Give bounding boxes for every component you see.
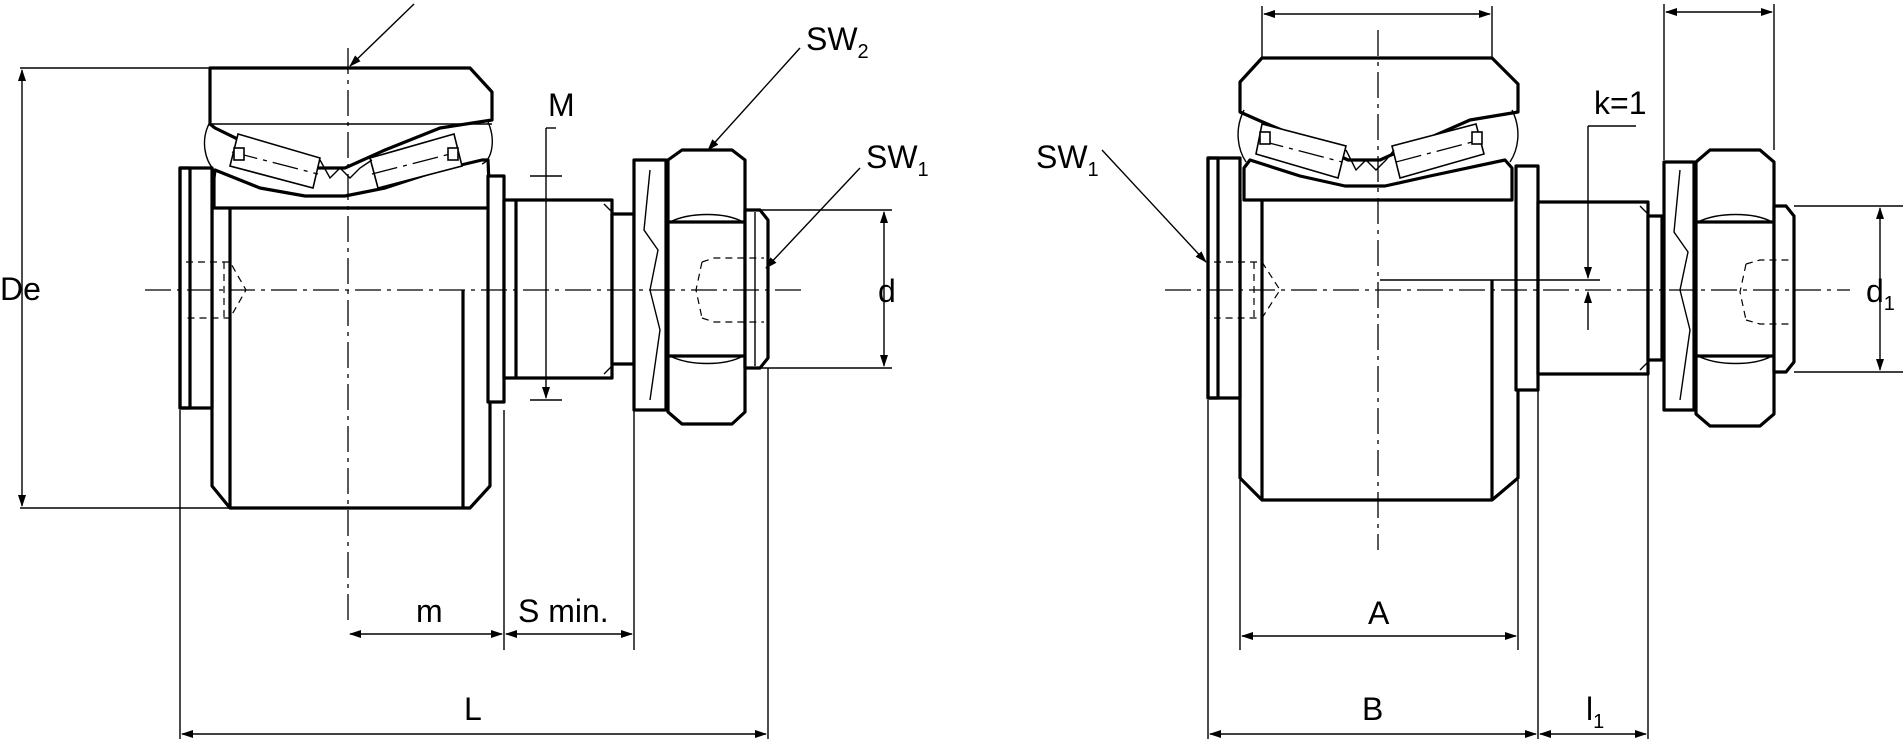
dim-SW1-label: SW1 [866, 139, 929, 181]
left-roller-body [210, 208, 492, 510]
right-roller-right [1391, 123, 1485, 179]
left-roller-right [369, 133, 463, 189]
dim-d-label: d [878, 273, 896, 309]
dim-M-label: M [548, 87, 575, 123]
left-end-washer [178, 166, 214, 410]
dim-B-label: B [1362, 691, 1383, 727]
dim-SW1-right-label: SW1 [1036, 139, 1099, 181]
right-roller-left [1255, 123, 1347, 180]
left-washer [632, 158, 668, 412]
left-outer-ring [208, 66, 494, 170]
dim-L-label: L [464, 691, 482, 727]
left-hex-nut [666, 148, 747, 426]
dim-d1-label: d1 [1866, 273, 1895, 315]
right-hex-nut [1694, 148, 1776, 428]
dim-k-label: k=1 [1594, 85, 1646, 121]
dim-Smin-label: S min. [518, 593, 609, 629]
left-view: De M SW2 SW1 d m S min. [0, 3, 929, 739]
right-view: k=1 SW1 d1 A B l1 [1036, 4, 1903, 739]
right-end-washer [1206, 156, 1242, 400]
dim-m-label: m [416, 593, 443, 629]
dim-SW2-label: SW2 [806, 21, 869, 63]
dim-De-label: De [0, 271, 41, 307]
right-outer-ring [1238, 56, 1520, 162]
left-stud-shank [502, 198, 614, 380]
dim-l1-label: l1 [1586, 691, 1604, 733]
dim-A-label: A [1368, 595, 1390, 631]
right-washer [1662, 160, 1696, 412]
right-stud-shank [1536, 200, 1650, 376]
left-roller-left [229, 132, 321, 189]
right-inner-ring [1242, 158, 1514, 202]
right-roller-body [1238, 200, 1520, 502]
